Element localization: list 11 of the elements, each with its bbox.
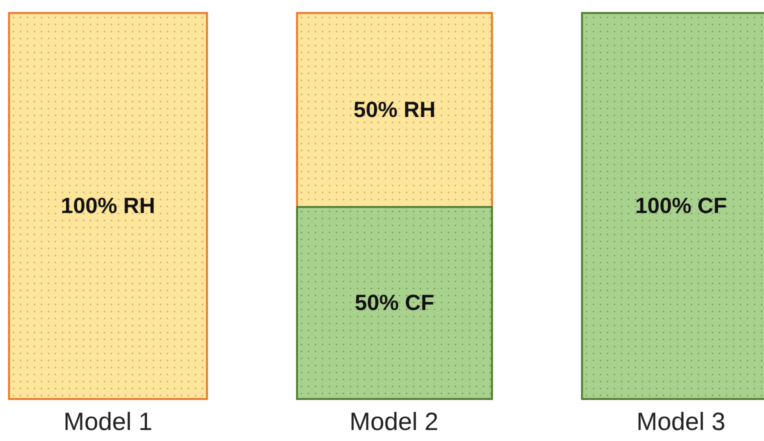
rh-block: [8, 12, 208, 400]
cf-block: [581, 12, 764, 400]
block-label: 50% RH: [354, 97, 436, 123]
model-caption: Model 2: [348, 408, 440, 437]
rh-block: [296, 12, 493, 208]
model-caption: Model 1: [62, 408, 154, 437]
block-label: 100% CF: [635, 193, 727, 219]
model-caption: Model 3: [636, 408, 726, 437]
cf-block: [296, 206, 493, 400]
block-label: 100% RH: [60, 193, 156, 219]
block-label: 50% CF: [354, 290, 434, 316]
